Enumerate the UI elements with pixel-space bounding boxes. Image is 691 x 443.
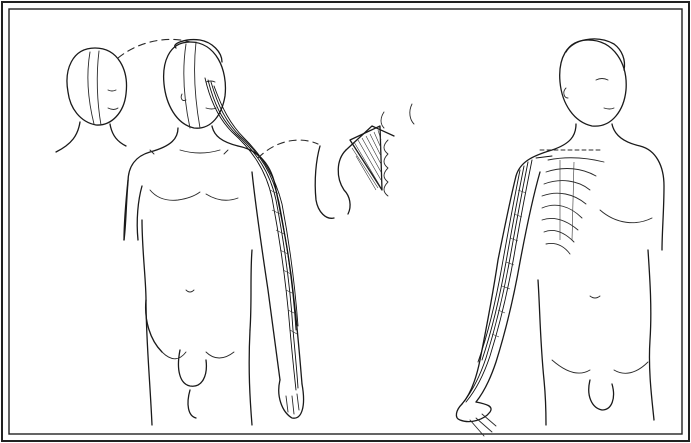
shoulder-inset bbox=[315, 104, 414, 218]
legs-front bbox=[146, 300, 252, 425]
right-arm-front bbox=[205, 78, 304, 418]
shoulder-muscle bbox=[350, 126, 382, 190]
inner-border bbox=[9, 9, 682, 434]
torso-right bbox=[516, 124, 664, 425]
ribcage bbox=[540, 150, 604, 254]
small-head bbox=[56, 48, 126, 152]
head-right bbox=[560, 39, 626, 126]
dash-shoulder-link bbox=[258, 140, 318, 158]
torso-front bbox=[124, 126, 252, 352]
front-figure bbox=[56, 39, 304, 425]
head-front bbox=[164, 40, 226, 129]
arm-muscle-right bbox=[456, 156, 552, 436]
right-figure bbox=[456, 39, 664, 436]
